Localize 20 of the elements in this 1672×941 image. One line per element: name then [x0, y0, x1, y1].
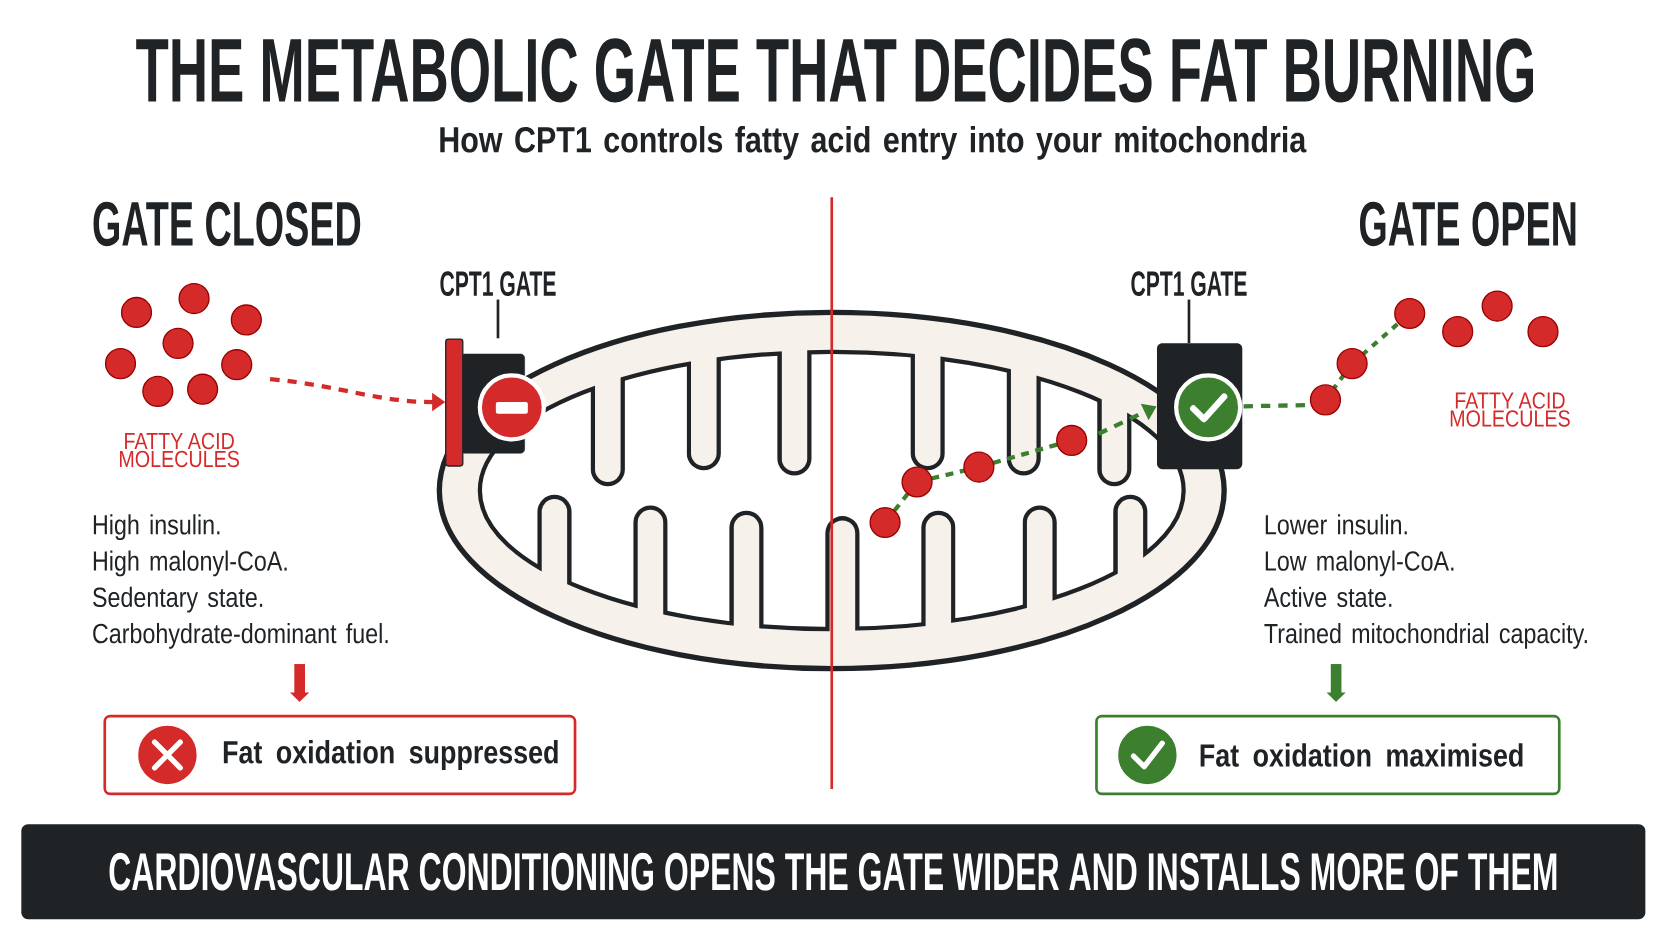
gate-label: CPT1 GATE — [440, 271, 556, 297]
leader-line — [496, 299, 500, 339]
molecule-label: FATTY ACID MOLECULES — [120, 433, 239, 468]
section-heading: GATE OPEN — [1359, 201, 1576, 247]
title: THE METABOLIC GATE THAT DECIDES FAT BURNING — [136, 38, 1533, 103]
outcome-box: Fat oxidation suppressed — [103, 714, 577, 796]
condition-list: Lower insulin. Low malonyl-CoA. Active state. Trained mitochondrial capacity. — [1263, 514, 1587, 650]
mitochondrion-drawing — [436, 310, 1227, 672]
gate-label: CPT1 GATE — [1131, 271, 1247, 297]
outcome-box: Fat oxidation maximised — [1095, 714, 1561, 796]
banner: CARDIOVASCULAR CONDITIONING OPENS THE GATE WIDER AND INSTALLS MORE OF THEM — [21, 824, 1646, 920]
dotted-path — [1242, 403, 1305, 409]
molecule-dots-drawing — [869, 425, 1088, 539]
leader-line — [1187, 299, 1191, 344]
subtitle: How CPT1 controls fatty acid entry into your mitochondria — [440, 126, 1307, 161]
section-heading: GATE CLOSED — [93, 201, 361, 247]
open-gate-drawing — [1157, 343, 1243, 470]
condition-list: High insulin. High malonyl-CoA. Sedentary state. Carbohydrate-dominant fuel. — [93, 514, 388, 650]
molecule-label: FATTY ACID MOLECULES — [1450, 392, 1570, 427]
closed-gate-drawing — [445, 338, 546, 467]
